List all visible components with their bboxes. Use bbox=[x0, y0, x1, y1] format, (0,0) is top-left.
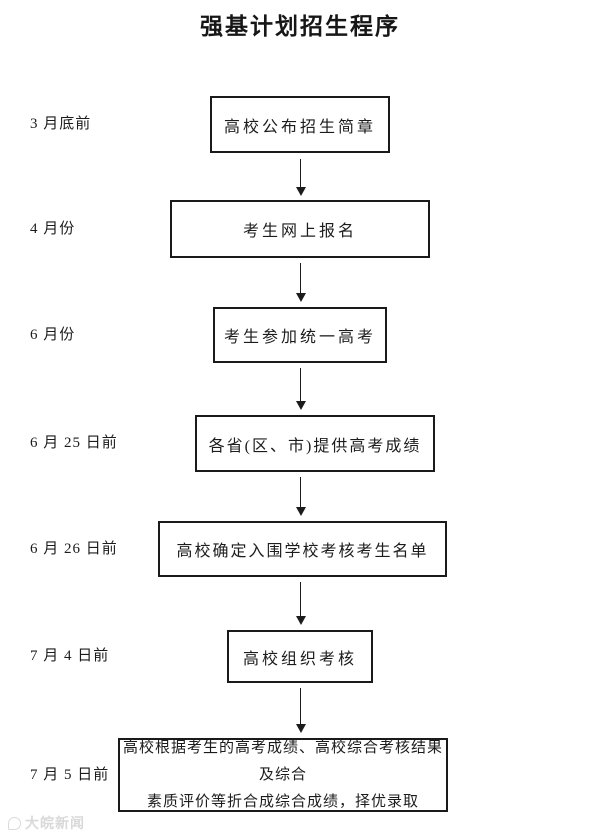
step-date-3: 6 月份 bbox=[30, 327, 76, 343]
step-date-2: 4 月份 bbox=[30, 221, 76, 237]
step-box-2-label: 考生网上报名 bbox=[242, 223, 357, 240]
step-date-6: 7 月 4 日前 bbox=[30, 648, 110, 664]
step-date-1: 3 月底前 bbox=[30, 116, 92, 132]
step-box-3: 考生参加统一高考 bbox=[213, 307, 387, 363]
down-arrow-icon bbox=[295, 582, 306, 625]
step-box-4: 各省(区、市)提供高考成绩 bbox=[195, 415, 435, 472]
step-box-3-label: 考生参加统一高考 bbox=[223, 329, 376, 346]
watermark-logo-icon bbox=[8, 816, 21, 830]
step-box-6-label: 高校组织考核 bbox=[242, 650, 357, 668]
step-box-1: 高校公布招生简章 bbox=[210, 96, 390, 153]
step-box-6: 高校组织考核 bbox=[227, 630, 373, 683]
down-arrow-icon bbox=[295, 368, 306, 410]
down-arrow-icon bbox=[295, 688, 306, 733]
step-box-4-label: 各省(区、市)提供高考成绩 bbox=[208, 437, 422, 455]
step-date-4: 6 月 25 日前 bbox=[30, 435, 118, 451]
step-box-5: 高校确定入围学校考核考生名单 bbox=[158, 521, 447, 577]
down-arrow-icon bbox=[295, 263, 306, 302]
down-arrow-icon bbox=[295, 159, 306, 196]
page-title: 强基计划招生程序 bbox=[200, 13, 400, 39]
step-box-2: 考生网上报名 bbox=[170, 200, 430, 258]
step-box-5-label: 高校确定入围学校考核考生名单 bbox=[176, 543, 429, 560]
step-box-7-label: 高校根据考生的高考成绩、高校综合考核结果及综合 素质评价等折合成综合成绩，择优录… bbox=[122, 739, 443, 810]
step-box-7: 高校根据考生的高考成绩、高校综合考核结果及综合 素质评价等折合成综合成绩，择优录… bbox=[118, 738, 448, 812]
step-box-1-label: 高校公布招生简章 bbox=[223, 118, 376, 136]
watermark: 大皖新闻 bbox=[8, 813, 85, 833]
watermark-text: 大皖新闻 bbox=[25, 815, 85, 831]
step-date-7: 7 月 5 日前 bbox=[30, 767, 110, 783]
down-arrow-icon bbox=[295, 477, 306, 516]
step-date-5: 6 月 26 日前 bbox=[30, 541, 118, 557]
